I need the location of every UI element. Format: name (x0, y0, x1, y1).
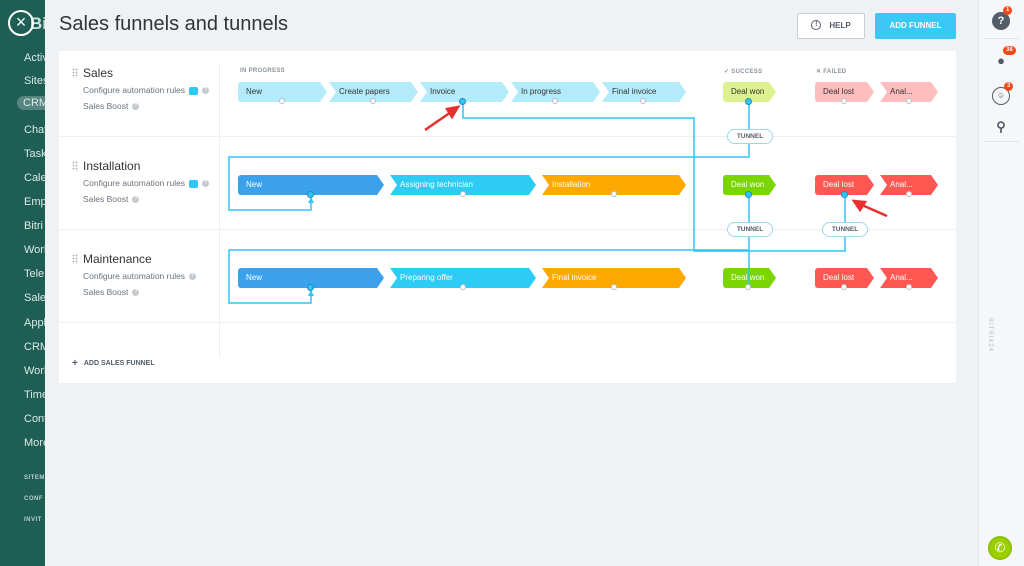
stage-connector-dot-active[interactable] (307, 191, 314, 198)
sidebar-item[interactable]: Emp (24, 196, 45, 208)
stage-connector-dot[interactable] (279, 98, 285, 104)
sidebar-small-item[interactable]: INVIT (24, 517, 42, 523)
sidebar-item[interactable]: Cale (24, 172, 45, 184)
stage-connector-dot[interactable] (906, 98, 912, 104)
sales-boost-link[interactable]: Sales Boost? (83, 101, 140, 111)
sidebar-small-item[interactable]: SITEM (24, 475, 45, 481)
stage-connector-dot[interactable] (460, 284, 466, 290)
help-icon: ? (189, 273, 197, 281)
divider (985, 38, 1019, 39)
help-icon: ? (202, 87, 210, 95)
stage-analyze[interactable]: Anal... (880, 82, 938, 102)
robot-icon (189, 86, 199, 95)
funnel-name[interactable]: Maintenance (83, 252, 152, 266)
section-failed: ✕ FAILED (816, 69, 847, 75)
drag-handle-icon[interactable] (72, 254, 78, 264)
stage-deal-won[interactable]: Deal won (723, 82, 776, 102)
sidebar-item[interactable]: Work (24, 244, 45, 256)
help-icon: ? (132, 196, 140, 204)
bell-icon[interactable]: ●38 (992, 46, 1016, 70)
logo: Bit (30, 14, 45, 33)
tunnel-badge[interactable]: TUNNEL (822, 222, 868, 237)
sidebar-item[interactable]: Activ (24, 52, 45, 64)
drag-handle-icon[interactable] (72, 161, 78, 171)
add-funnel-button[interactable]: ADD FUNNEL (875, 13, 956, 39)
sidebar-item[interactable]: Chat (24, 124, 45, 136)
stage-deal-lost[interactable]: Deal lost (815, 175, 874, 195)
stage-deal-lost[interactable]: Deal lost (815, 268, 874, 288)
automation-rules-link[interactable]: Configure automation rules? (83, 85, 210, 95)
stage-connector-dot[interactable] (611, 191, 617, 197)
sidebar-item[interactable]: Bitri (24, 220, 43, 232)
sales-boost-link[interactable]: Sales Boost? (83, 287, 140, 297)
sidebar-item[interactable]: Tele (24, 268, 45, 280)
row-divider (59, 136, 956, 137)
help-icon: ? (132, 289, 140, 297)
sales-boost-link[interactable]: Sales Boost? (83, 194, 140, 204)
funnel-name[interactable]: Sales (83, 66, 114, 80)
sidebar-item[interactable]: More (24, 437, 45, 449)
sidebar-item[interactable]: Task (24, 148, 45, 160)
add-sales-funnel-button[interactable]: +ADD SALES FUNNEL (72, 358, 155, 369)
section-in-progress: IN PROGRESS (240, 68, 285, 74)
divider (985, 141, 1019, 142)
sidebar-item-crm[interactable]: CRM (17, 96, 45, 110)
close-icon[interactable]: × (8, 10, 34, 36)
sidebar-item[interactable]: Cont (24, 413, 45, 425)
stage[interactable]: New (238, 82, 327, 102)
left-sidebar: Bit Activ Sites CRM Chat Task Cale Emp B… (0, 0, 45, 566)
stage[interactable]: In progress (511, 82, 600, 102)
sidebar-small-item[interactable]: CONF (24, 496, 43, 502)
stage-connector-dot[interactable] (552, 98, 558, 104)
sidebar-item[interactable]: Work (24, 365, 45, 377)
page-title: Sales funnels and tunnels (59, 13, 289, 35)
chat-icon[interactable]: ☺3 (992, 82, 1014, 105)
drag-handle-icon[interactable] (72, 68, 78, 78)
phone-icon[interactable]: ✆ (988, 536, 1012, 560)
tunnel-badge[interactable]: TUNNEL (727, 222, 773, 237)
stage-connector-dot[interactable] (460, 191, 466, 197)
sidebar-item[interactable]: CRM (24, 341, 45, 353)
help-button[interactable]: !HELP (797, 13, 865, 39)
stage-connector-dot[interactable] (841, 284, 847, 290)
stage-connector-dot-active[interactable] (841, 191, 848, 198)
stage-deal-lost[interactable]: Deal lost (815, 82, 874, 102)
stage-connector-dot-active[interactable] (459, 98, 466, 105)
sidebar-item[interactable]: Sales (24, 292, 45, 304)
sidebar-item[interactable]: Time (24, 389, 45, 401)
right-panel: ?1 ●38 ☺3 ⚲ (978, 0, 1024, 566)
stage-analyze[interactable]: Anal... (880, 268, 938, 288)
column-divider (219, 63, 220, 358)
section-success: ✓ SUCCESS (724, 69, 763, 75)
exclamation-icon: ! (811, 19, 822, 30)
stage-connector-dot[interactable] (906, 284, 912, 290)
stage-connector-dot[interactable] (640, 98, 646, 104)
stage-connector-dot[interactable] (745, 284, 751, 290)
help-icon: ? (202, 180, 210, 188)
plus-icon: + (72, 358, 78, 369)
stage-connector-dot[interactable] (906, 191, 912, 197)
tunnel-badge[interactable]: TUNNEL (727, 129, 773, 144)
help-icon[interactable]: ?1 (992, 6, 1013, 30)
stage-connector-dot-active[interactable] (745, 191, 752, 198)
stage-analyze[interactable]: Anal... (880, 175, 938, 195)
automation-rules-link[interactable]: Configure automation rules? (83, 178, 210, 188)
help-icon: ? (132, 103, 140, 111)
stage-connector-dot[interactable] (611, 284, 617, 290)
robot-icon (189, 179, 199, 188)
sidebar-item[interactable]: Sites (24, 75, 45, 87)
stage[interactable]: Invoice (420, 82, 509, 102)
search-icon[interactable]: ⚲ (996, 119, 1006, 134)
stage[interactable]: Final invoice (602, 82, 686, 102)
vertical-label: BITRIX24 (987, 318, 993, 353)
stage-connector-dot[interactable] (841, 98, 847, 104)
stage-connector-dot-active[interactable] (307, 284, 314, 291)
sidebar-item[interactable]: Appl (24, 317, 45, 329)
stage-connector-dot-active[interactable] (745, 98, 752, 105)
funnel-name[interactable]: Installation (83, 159, 141, 173)
stage[interactable]: Create papers (329, 82, 418, 102)
automation-rules-link[interactable]: Configure automation rules? (83, 271, 197, 281)
stage-connector-dot[interactable] (370, 98, 376, 104)
row-divider (59, 322, 956, 323)
